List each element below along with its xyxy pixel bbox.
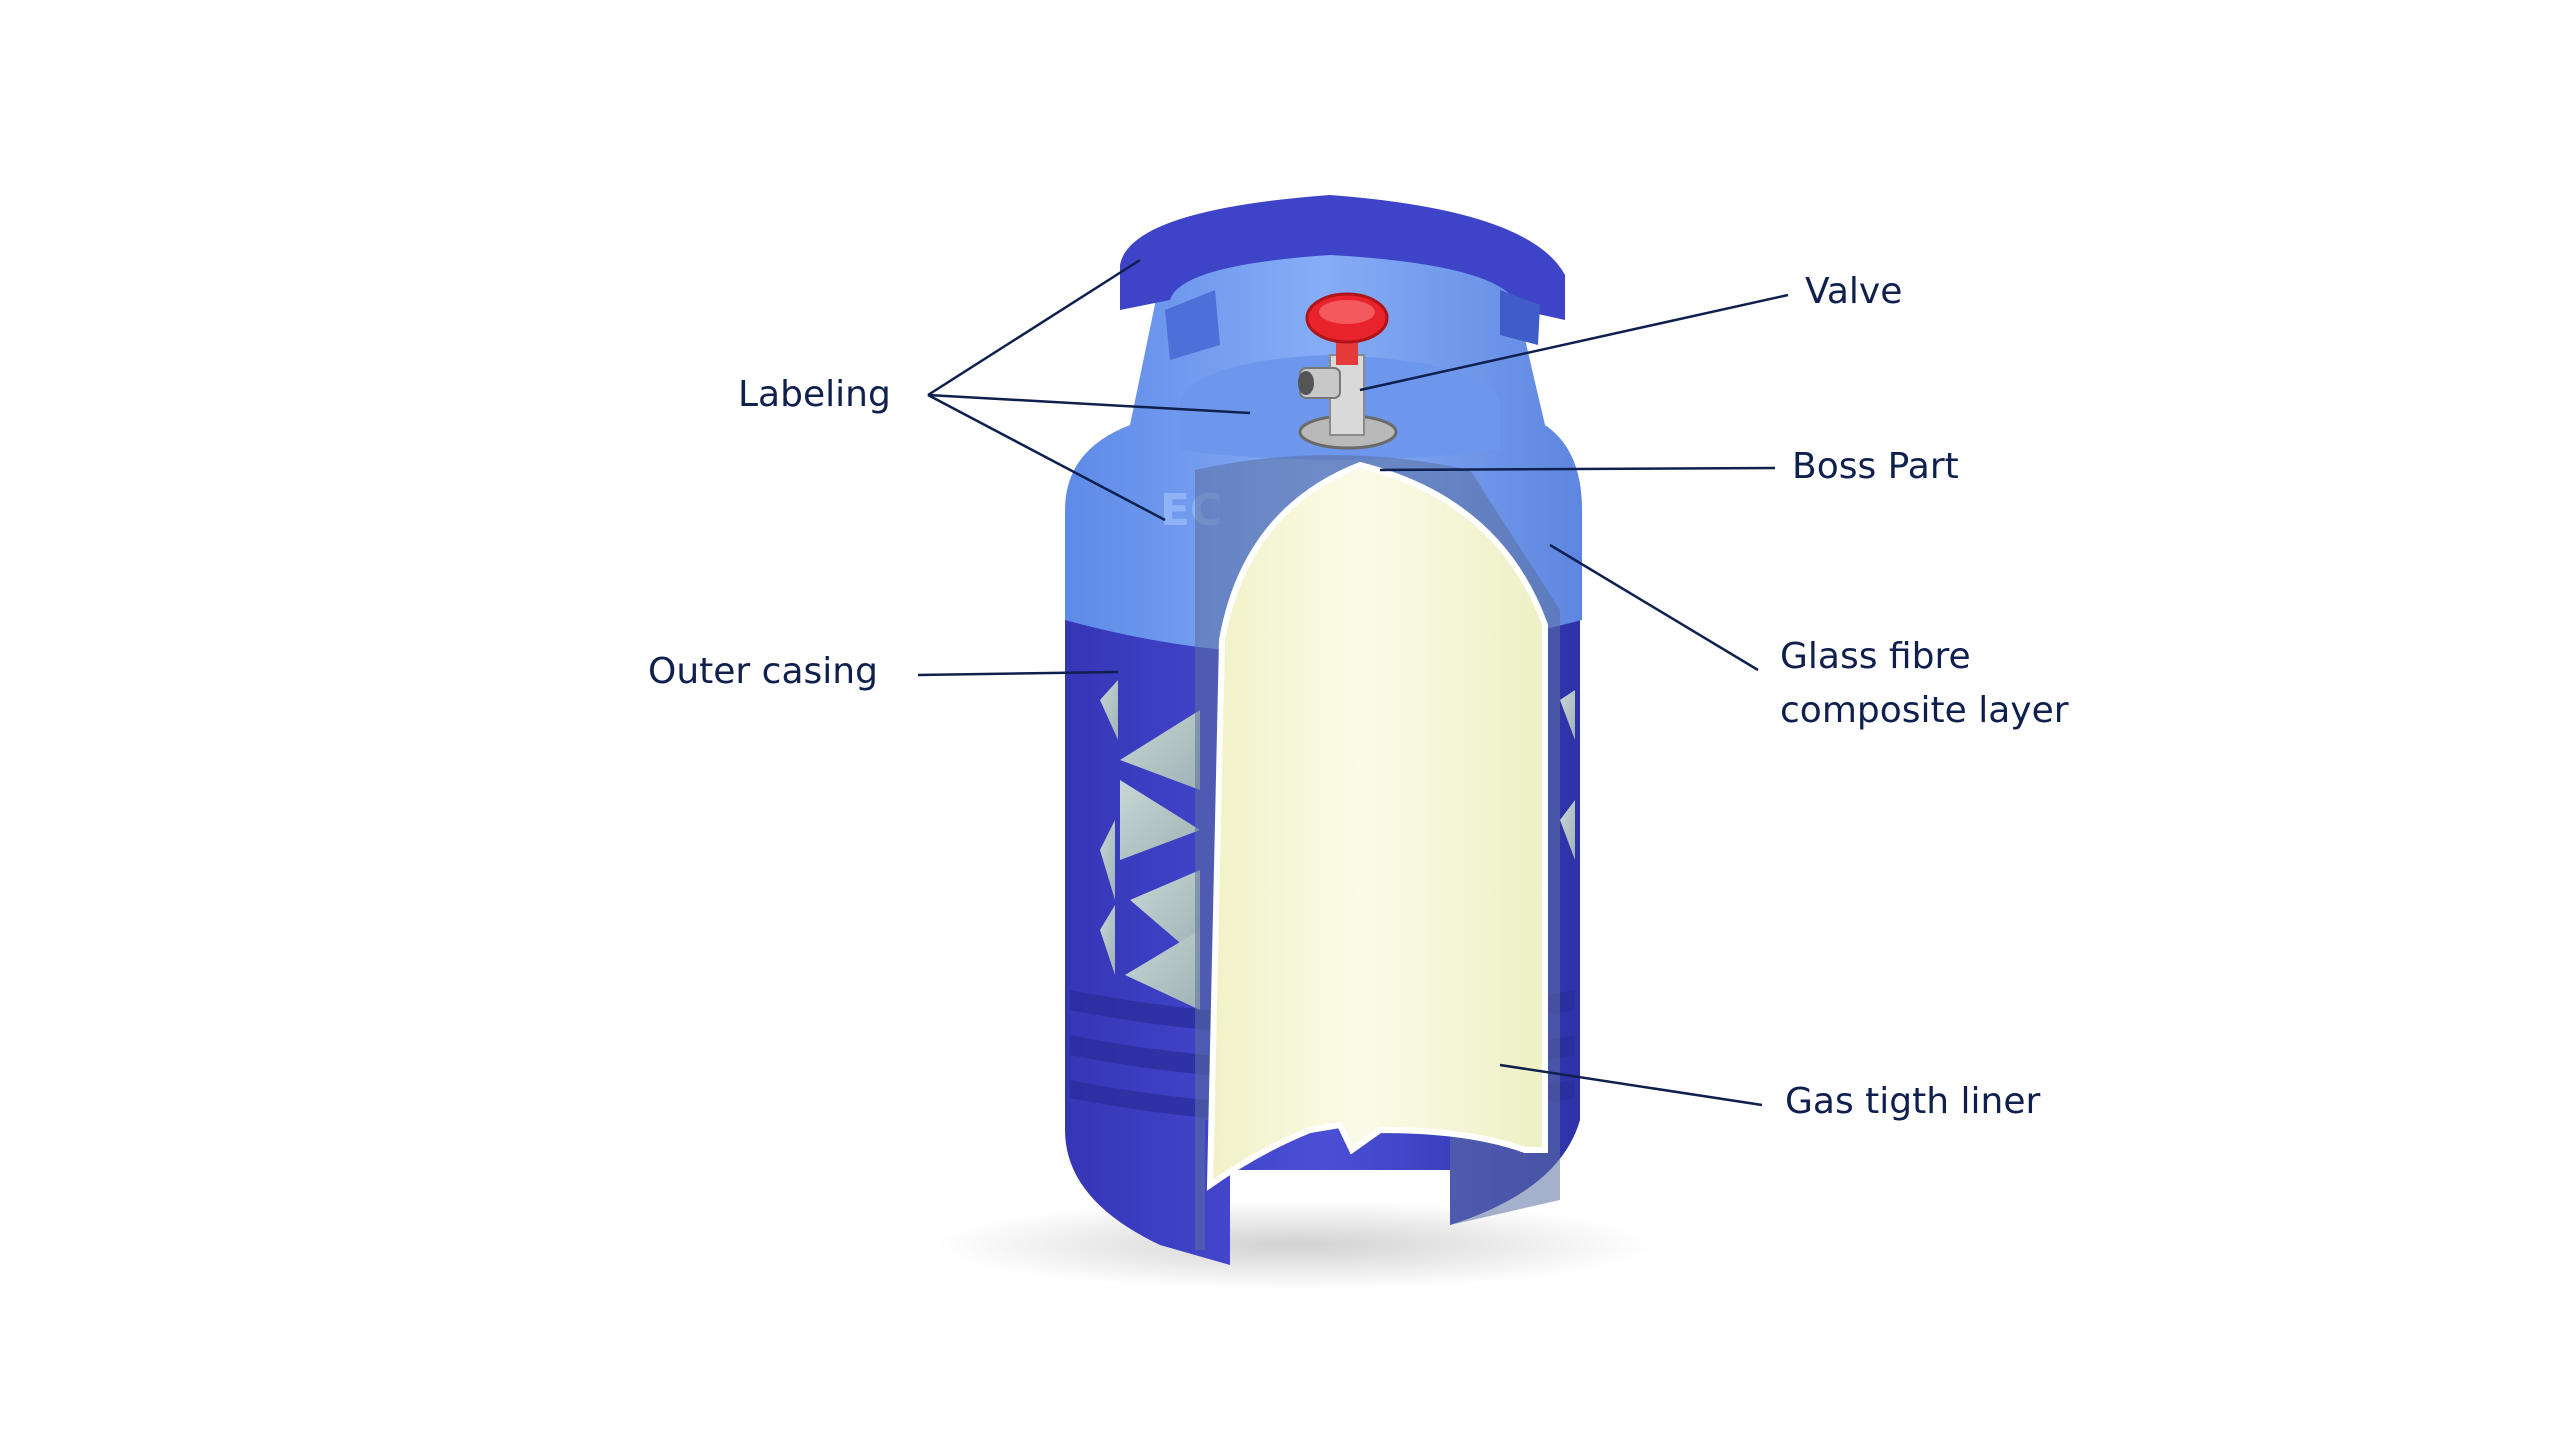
handle-opening	[1500, 290, 1540, 345]
leader-glass-fibre	[1549, 543, 1759, 672]
handle-opening	[1165, 290, 1220, 360]
leader-valve	[1359, 293, 1789, 392]
leader-gas-liner	[1499, 1063, 1763, 1107]
label-outer-casing: Outer casing	[648, 651, 878, 692]
leader-labeling-3	[927, 393, 1166, 522]
label-glass-fibre: Glass fibre composite layer	[1780, 630, 2069, 738]
label-glass-fibre-line2: composite layer	[1780, 690, 2069, 731]
leader-lines	[917, 258, 1789, 1107]
leader-outer-casing	[917, 670, 1119, 677]
label-valve: Valve	[1805, 271, 1903, 312]
valve-outlet-hole	[1298, 371, 1314, 395]
floor-shadow	[935, 1200, 1655, 1290]
leader-boss-part	[1379, 466, 1776, 472]
valve-neck	[1336, 340, 1358, 365]
casing-windows	[1100, 680, 1575, 1010]
label-gas-liner: Gas tigth liner	[1785, 1081, 2041, 1122]
collar-rim	[1120, 195, 1565, 320]
valve-knob-top	[1319, 300, 1375, 324]
leader-labeling-1	[927, 258, 1141, 397]
leader-labeling-2	[927, 393, 1251, 415]
gas-tight-liner	[1206, 461, 1548, 1191]
label-labeling: Labeling	[738, 374, 891, 415]
label-boss-part: Boss Part	[1792, 446, 1959, 487]
label-glass-fibre-line1: Glass fibre	[1780, 636, 1971, 677]
